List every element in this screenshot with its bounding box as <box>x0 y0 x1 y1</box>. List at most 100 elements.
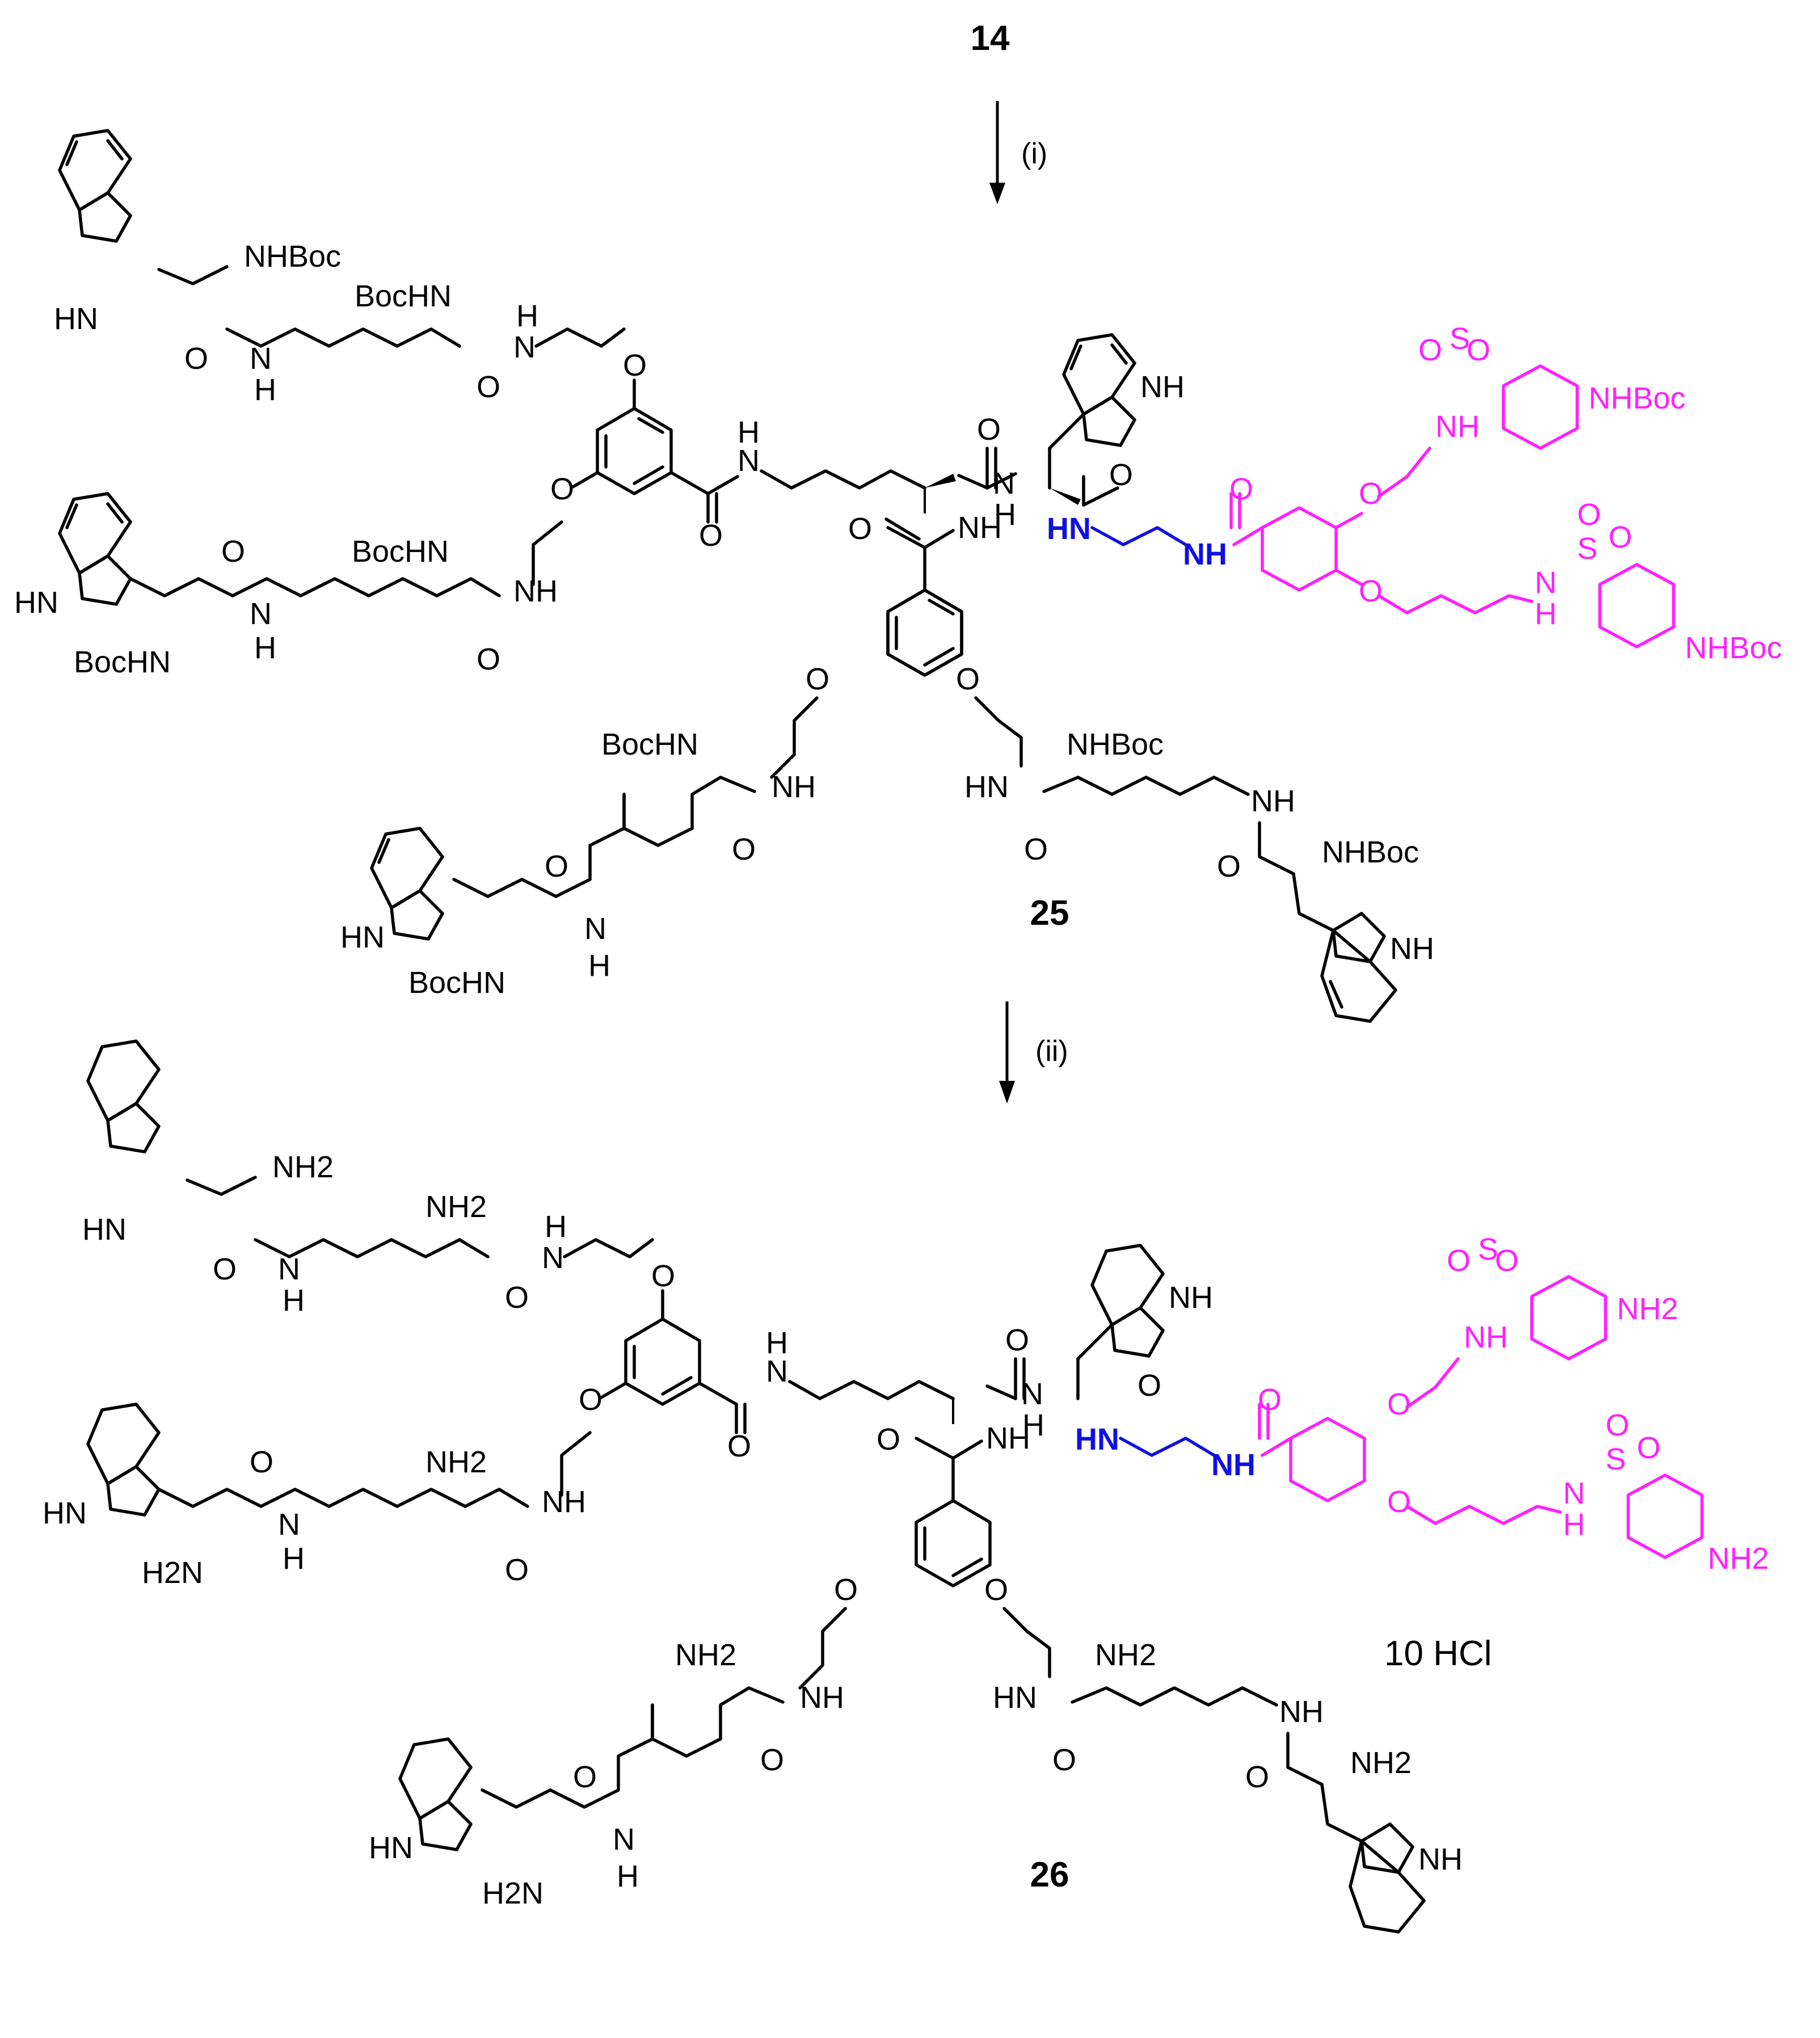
lower-benzene-ring <box>886 588 963 677</box>
atom-h: H <box>994 498 1016 532</box>
atom-nh: NH <box>1464 1320 1508 1354</box>
atom-n: N <box>993 466 1015 500</box>
atom-n: N <box>584 912 606 946</box>
atom-s: S <box>1478 1232 1498 1266</box>
atom-o: O <box>1138 1369 1161 1403</box>
atom-nhboc: NHBoc <box>1322 835 1419 869</box>
atom-h: H <box>545 1210 567 1244</box>
indole-ring-lower-left <box>398 1737 473 1851</box>
linker-nh-left: HN <box>1047 512 1091 546</box>
atom-o: O <box>760 1743 784 1777</box>
atom-o: O <box>623 348 647 382</box>
indole-ring-mid-left <box>86 1403 161 1517</box>
atom-o: O <box>1109 458 1133 492</box>
atom-o: O <box>505 1553 529 1587</box>
atom-o: O <box>477 370 500 404</box>
atom-nh2: NH2 <box>1708 1542 1769 1576</box>
indole-ring-lower-right <box>1320 912 1397 1023</box>
atom-nh: NH <box>800 1681 844 1715</box>
atom-o: O <box>1052 1743 1076 1777</box>
atom-nh: NH <box>1418 1842 1463 1876</box>
atom-nh: NH <box>1251 784 1295 818</box>
atom-n: N <box>250 597 272 631</box>
atom-o: O <box>550 472 574 506</box>
atom-hn: HN <box>993 1681 1037 1715</box>
atom-nhboc: NHBoc <box>244 239 341 273</box>
left-benzene-ring <box>624 1317 701 1406</box>
atom-hn: HN <box>54 302 98 336</box>
atom-h: H <box>254 373 276 407</box>
atom-n: N <box>1563 1476 1585 1510</box>
atom-o: O <box>1606 1408 1629 1442</box>
atom-nh2: NH2 <box>425 1445 487 1479</box>
atom-h: H <box>1563 1508 1585 1542</box>
atom-o: O <box>1467 333 1490 367</box>
atom-nhboc: NHBoc <box>1685 631 1782 665</box>
linker-nh-right: NH <box>1211 1448 1256 1482</box>
atom-o: O <box>1608 520 1632 554</box>
compound-25-structure: O NH O O O N H O N H <box>14 129 1782 1023</box>
atom-n: N <box>766 1354 788 1388</box>
atom-nh: NH <box>1140 370 1185 404</box>
atom-hn: HN <box>82 1212 127 1247</box>
left-benzene-ring <box>596 407 673 495</box>
atom-nh: NH <box>513 574 558 608</box>
compound-14-label: 14 <box>971 19 1010 58</box>
atom-n: N <box>542 1241 564 1275</box>
atom-o: O <box>806 662 829 696</box>
atom-n: N <box>738 444 760 478</box>
atom-o: O <box>651 1259 675 1293</box>
reaction-arrow-1-head <box>989 183 1005 204</box>
atom-o: O <box>1495 1244 1519 1278</box>
atom-o: O <box>1359 574 1383 608</box>
atom-hn: HN <box>340 920 385 954</box>
atom-o: O <box>1577 498 1601 532</box>
indole-ring-top-right <box>1090 1244 1165 1358</box>
atom-h: H <box>617 1859 639 1893</box>
atom-h2n: H2N <box>482 1876 544 1910</box>
atom-nh: NH <box>1435 410 1480 444</box>
atom-h: H <box>254 631 276 665</box>
atom-nh2: NH2 <box>1617 1292 1678 1326</box>
atom-bochn: BocHN <box>601 727 698 761</box>
atom-o: O <box>1024 832 1048 866</box>
indole-ring-lower-right <box>1349 1822 1426 1934</box>
atom-o: O <box>699 519 723 553</box>
atom-s: S <box>1450 322 1470 356</box>
atom-nh: NH <box>1169 1281 1213 1315</box>
atom-o: O <box>1387 1485 1411 1519</box>
atom-o: O <box>956 662 980 696</box>
indole-ring-lower-left <box>370 827 444 941</box>
step-1-condition: (i) <box>1021 137 1047 170</box>
atom-o: O <box>184 342 208 376</box>
atom-h: H <box>1535 597 1557 631</box>
atom-o: O <box>545 849 568 883</box>
atom-o: O <box>834 1573 858 1607</box>
atom-nh: NH <box>542 1485 586 1519</box>
atom-n: N <box>250 342 272 376</box>
atom-o: O <box>1447 1244 1471 1278</box>
atom-s: S <box>1577 532 1598 566</box>
atom-nh: NH <box>772 770 816 804</box>
atom-o: O <box>505 1281 529 1315</box>
atom-o: O <box>984 1573 1008 1607</box>
atom-hn: HN <box>964 770 1009 804</box>
atom-n: N <box>1021 1377 1043 1411</box>
atom-h: H <box>588 949 610 983</box>
atom-o: O <box>848 512 872 546</box>
atom-nhboc: NHBoc <box>1589 381 1686 415</box>
atom-o: O <box>1217 849 1241 883</box>
compound-25-label: 25 <box>1030 894 1069 933</box>
atom-n: N <box>278 1508 300 1542</box>
atom-bochn: BocHN <box>408 966 505 1000</box>
atom-o: O <box>977 412 1001 447</box>
indole-ring-top-right <box>1062 333 1136 447</box>
atom-hn: HN <box>369 1831 413 1865</box>
linker-nh-left: HN <box>1075 1422 1119 1456</box>
atom-s: S <box>1606 1442 1626 1476</box>
atom-nhboc: NHBoc <box>1067 727 1164 761</box>
atom-o: O <box>1258 1383 1282 1417</box>
atom-o: O <box>1229 472 1253 506</box>
indole-ring-mid-left <box>58 492 132 606</box>
